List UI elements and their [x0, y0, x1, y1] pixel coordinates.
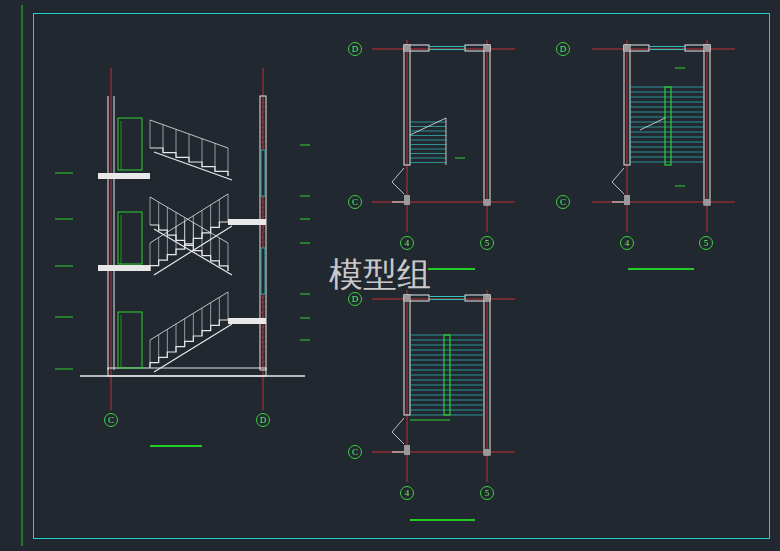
axis-label: D: [560, 45, 567, 54]
axis-bubble: 5: [480, 236, 494, 250]
axis-label: C: [560, 198, 566, 207]
axis-label: C: [352, 198, 358, 207]
axis-label: 5: [485, 489, 490, 498]
axis-bubble: D: [348, 292, 362, 306]
axis-label: D: [260, 416, 267, 425]
axis-label: D: [352, 45, 359, 54]
axis-label: 4: [625, 239, 630, 248]
axis-bubble: C: [104, 413, 118, 427]
axis-label: 4: [405, 239, 410, 248]
axis-label: 4: [405, 489, 410, 498]
axis-bubble: C: [348, 195, 362, 209]
watermark: 模型组: [329, 252, 431, 298]
axis-bubble: 5: [480, 486, 494, 500]
axis-label: C: [352, 448, 358, 457]
axis-bubble: C: [348, 445, 362, 459]
axis-bubble: D: [256, 413, 270, 427]
axis-label: D: [352, 295, 359, 304]
axis-label: C: [108, 416, 114, 425]
axis-bubble: 4: [400, 236, 414, 250]
axis-bubble: 4: [400, 486, 414, 500]
axis-bubble: C: [556, 195, 570, 209]
axis-bubble: D: [556, 42, 570, 56]
axis-label: 5: [704, 239, 709, 248]
axis-bubble: 4: [620, 236, 634, 250]
axis-bubble: D: [348, 42, 362, 56]
axis-label: 5: [485, 239, 490, 248]
axis-bubble: 5: [699, 236, 713, 250]
